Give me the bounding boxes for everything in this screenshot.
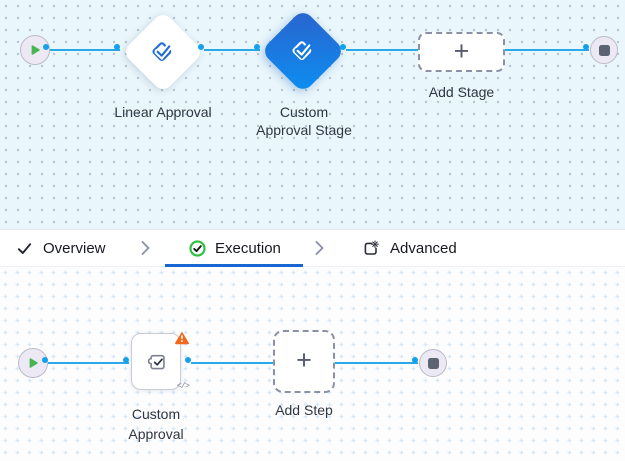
connection-port[interactable] xyxy=(412,357,418,363)
add-stage-label: Add Stage xyxy=(428,84,495,100)
connector-line xyxy=(335,361,418,365)
plus-icon: + xyxy=(296,345,312,375)
check-icon xyxy=(17,242,32,254)
step-canvas[interactable]: </> Custom Approval + Add Step xyxy=(0,267,625,461)
connector-line xyxy=(48,361,129,365)
approval-check-icon xyxy=(292,40,313,60)
connector-line xyxy=(191,361,273,365)
connector-line xyxy=(346,48,418,52)
connection-port[interactable] xyxy=(123,357,129,363)
start-node[interactable] xyxy=(18,348,48,378)
tab-label: Advanced xyxy=(390,239,457,257)
stage-node-custom-approval-stage[interactable] xyxy=(260,8,346,94)
stop-icon xyxy=(427,357,439,369)
tab-execution[interactable]: Execution xyxy=(189,230,281,266)
connector-line xyxy=(49,48,120,52)
active-tab-underline xyxy=(165,264,303,267)
tab-overview[interactable]: Overview xyxy=(17,230,106,266)
tab-label: Overview xyxy=(43,239,106,257)
play-icon xyxy=(29,358,38,368)
puzzle-check-icon xyxy=(147,354,165,369)
plus-icon: + xyxy=(453,35,470,66)
connector-line xyxy=(505,48,589,52)
stage-node-linear-approval[interactable] xyxy=(121,10,205,94)
add-stage-button[interactable]: + xyxy=(418,32,505,72)
connection-port[interactable] xyxy=(185,357,191,363)
connection-port[interactable] xyxy=(340,44,346,50)
end-node[interactable] xyxy=(419,349,447,377)
code-badge: </> xyxy=(176,381,190,391)
warning-icon xyxy=(174,330,190,350)
connection-port[interactable] xyxy=(114,44,120,50)
start-node[interactable] xyxy=(20,35,50,65)
square-gear-icon xyxy=(364,239,379,255)
end-node[interactable] xyxy=(590,36,618,64)
approval-check-icon xyxy=(152,41,173,61)
add-step-button[interactable]: + xyxy=(273,330,335,393)
stage-label-custom-approval-stage: Custom Approval Stage xyxy=(256,104,352,138)
stage-label-linear-approval: Linear Approval xyxy=(114,104,212,120)
tab-bar: Overview Execution A xyxy=(0,229,625,267)
step-label-custom-approval: Custom Approval xyxy=(128,406,184,442)
add-step-label: Add Step xyxy=(275,402,333,418)
connection-port[interactable] xyxy=(254,44,260,50)
tab-label: Execution xyxy=(215,239,281,257)
play-icon xyxy=(31,45,40,55)
chevron-right-icon xyxy=(141,230,150,266)
connection-port[interactable] xyxy=(583,44,589,50)
step-node-custom-approval[interactable]: </> xyxy=(131,331,190,391)
tab-advanced[interactable]: Advanced xyxy=(362,230,457,266)
stop-icon xyxy=(598,44,610,56)
chevron-right-icon xyxy=(315,230,324,266)
connector-line xyxy=(204,48,260,52)
connection-port[interactable] xyxy=(43,44,49,50)
stage-canvas[interactable]: Linear Approval Custom Approval Stage + … xyxy=(0,0,625,229)
connection-port[interactable] xyxy=(198,44,204,50)
connection-port[interactable] xyxy=(42,357,48,363)
check-circle-icon xyxy=(189,239,206,257)
